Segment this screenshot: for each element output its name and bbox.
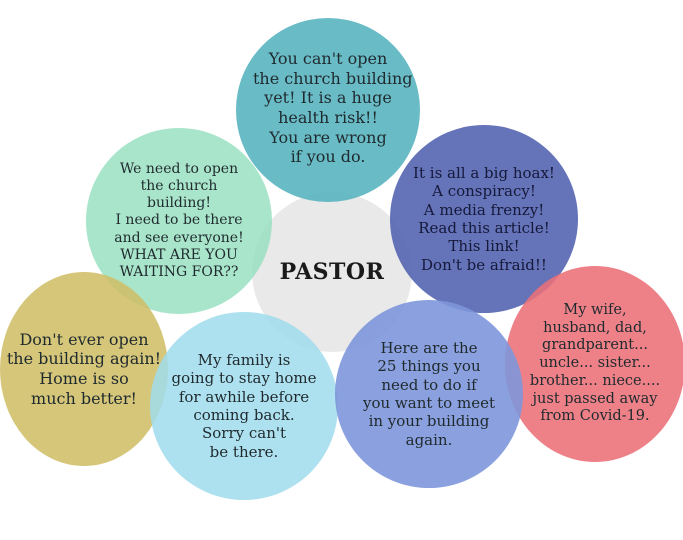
bubble-line: need to do if [381,375,477,394]
bubble-line: It is all a big hoax! [413,164,555,183]
bubble-line: Read this article! [418,219,550,237]
bubble-top: You can't open the church building yet! … [236,18,420,202]
bubble-line: the church [140,178,218,195]
bubble-line: the building again! [6,349,162,369]
bubble-line: health risk!! [278,108,378,127]
bubble-line: just passed away [532,390,658,407]
bubble-line: husband, dad, [543,319,647,336]
bubble-line: WAITING FOR?? [119,263,239,280]
bubble-line: coming back. [193,406,295,424]
bubble-top-text: You can't open the church building yet! … [253,49,413,167]
bubble-upper-right-text: It is all a big hoax! A conspiracy! A me… [409,164,559,274]
bubble-right-text: My wife, husband, dad, grandparent... un… [529,302,661,426]
bubble-line: much better! [31,388,137,408]
bubble-line: the church building [253,68,413,88]
bubble-line: you want to meet [362,394,495,412]
bubble-line: again. [405,430,453,449]
bubble-line: 25 things you [377,357,481,376]
bubble-line: Don't be afraid!! [421,255,547,274]
bubble-line: yet! It is a huge [264,88,392,108]
bubble-line: grandparent... [542,337,648,354]
bubble-line: A media frenzy! [423,200,545,219]
bubble-line: from Covid-19. [540,408,650,425]
bubble-line: going to stay home [171,369,317,388]
bubble-line: A conspiracy! [432,182,536,201]
bubble-line: Don't ever open [19,329,149,349]
bubble-line: for awhile before [178,387,310,406]
bubble-line: You can't open [268,49,388,69]
bubble-line: and see everyone! [114,229,244,246]
bubble-left: Don't ever open the building again! Home… [0,272,168,466]
bubble-line: in your building [368,412,490,431]
bubble-line: Here are the [380,339,478,358]
bubble-line: uncle... sister... [539,355,651,372]
bubble-line: You are wrong [269,127,387,147]
bubble-line: I need to be there [115,212,243,229]
bubble-line: My wife, [563,302,627,319]
bubble-line: We need to open [119,161,239,178]
bubble-line: Sorry can't [201,424,287,443]
bubble-upper-left-text: We need to open the church building! I n… [104,161,254,281]
bubble-left-text: Don't ever open the building again! Home… [2,330,167,408]
bubble-right: My wife, husband, dad, grandparent... un… [505,266,683,462]
bubble-line: be there. [209,442,279,461]
center-label: PASTOR [279,258,385,285]
bubble-upper-left: We need to open the church building! I n… [86,128,272,314]
bubble-line: My family is [197,351,291,370]
bubble-line: This link! [448,237,520,256]
bubble-bottom-left: My family is going to stay home for awhi… [150,312,338,500]
bubble-bottom-right: Here are the 25 things you need to do if… [335,300,523,488]
bubble-bottom-left-text: My family is going to stay home for awhi… [169,351,319,461]
bubble-line: building! [147,195,211,212]
bubble-line: if you do. [290,147,366,167]
bubble-bottom-right-text: Here are the 25 things you need to do if… [359,339,499,449]
bubble-line: Home is so [39,369,129,388]
bubble-line: WHAT ARE YOU [120,246,238,263]
bubble-line: brother... niece.... [529,372,661,389]
